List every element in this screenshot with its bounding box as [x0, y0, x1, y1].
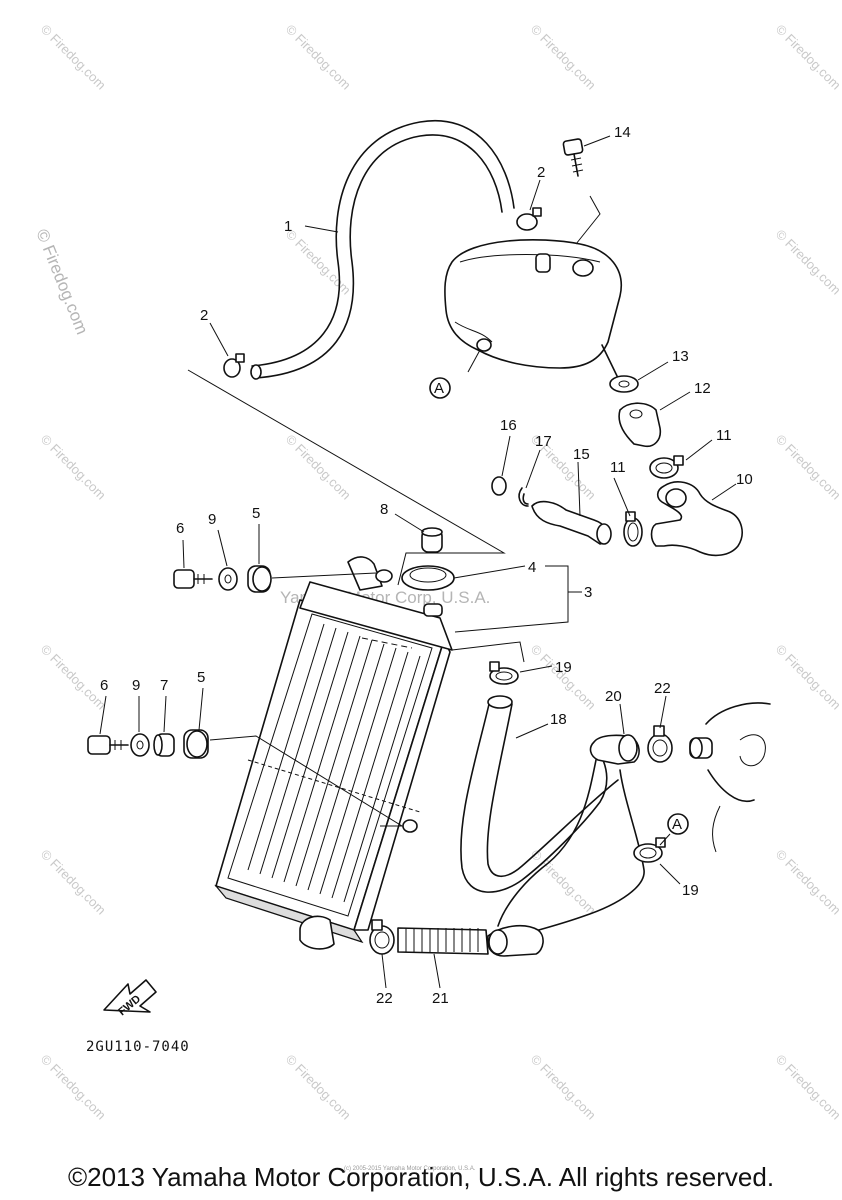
- watermark-tile: © Firedog.com: [773, 847, 842, 918]
- clamp-part-22-upper: [647, 695, 673, 763]
- clamp-part-11-lower: [613, 477, 643, 547]
- label-part-1: 1: [284, 218, 292, 235]
- washer-part-9-lower: [130, 696, 150, 757]
- hose-part-1: [250, 119, 515, 380]
- copyright-notice: ©2013 Yamaha Motor Corporation, U.S.A. A…: [67, 1162, 775, 1192]
- o-ring-part-16: [491, 435, 511, 496]
- label-part-2-right: 2: [537, 164, 545, 181]
- watermark-tile: © Firedog.com: [528, 847, 599, 918]
- label-part-10: 10: [736, 471, 753, 488]
- label-part-18: 18: [550, 711, 567, 728]
- reference-a-lower-label: A: [672, 816, 682, 833]
- damper-part-5-lower: [183, 687, 404, 827]
- watermark-tile: © Firedog.com: [283, 1052, 354, 1123]
- watermark-tile: © Firedog.com: [528, 1052, 599, 1123]
- reference-a-upper-label: A: [434, 380, 444, 397]
- label-part-8: 8: [380, 501, 388, 518]
- hose-part-20: [497, 703, 645, 937]
- label-part-4: 4: [528, 559, 536, 576]
- reference-a-lower: [667, 813, 689, 835]
- washer-part-9-upper: [217, 529, 238, 591]
- bolt-part-6-lower: [87, 695, 129, 755]
- watermark-tile: © Firedog.com: [528, 22, 599, 93]
- small-print: (c) 2005-2015 Yamaha Motor Corporation, …: [344, 1166, 476, 1172]
- clamp-part-2-left: [209, 322, 245, 378]
- watermark-tile: © Firedog.com: [773, 642, 842, 713]
- engine-outlet: [689, 702, 771, 853]
- clamp-part-19-upper: [489, 661, 553, 685]
- label-part-16: 16: [500, 417, 517, 434]
- leader-line: [187, 369, 506, 586]
- label-part-12: 12: [694, 380, 711, 397]
- radiator-cap-part-4: [401, 565, 526, 591]
- fitting-part-12: [618, 391, 691, 448]
- label-part-6-lower: 6: [100, 677, 108, 694]
- clamp-part-22-lower: [369, 919, 395, 989]
- leader-line: [451, 641, 525, 663]
- watermark-tile: © Firedog.com: [38, 642, 109, 713]
- watermark-tile: © Firedog.com: [38, 432, 109, 503]
- label-part-2-left: 2: [200, 307, 208, 324]
- collar-part-7: [153, 695, 175, 757]
- label-part-11-lower: 11: [610, 459, 626, 476]
- bolt-part-6-upper: [173, 539, 213, 589]
- label-part-14: 14: [614, 124, 631, 141]
- label-part-3: 3: [584, 584, 592, 601]
- watermark-tile: © Firedog.com: [528, 642, 599, 713]
- grommet-part-8: [394, 513, 443, 553]
- label-part-13: 13: [672, 348, 689, 365]
- pipe-part-15: [531, 461, 612, 545]
- hose-part-18: [460, 695, 619, 893]
- watermark-tile: © Firedog.com: [38, 847, 109, 918]
- clamp-part-11-upper: [649, 439, 713, 479]
- label-part-22-lower: 22: [376, 990, 393, 1007]
- label-part-5-upper: 5: [252, 505, 260, 522]
- label-part-9-lower: 9: [132, 677, 140, 694]
- hose-end: [250, 364, 262, 380]
- reservoir-tank: [444, 238, 622, 373]
- clamp-part-19-lower: [633, 833, 681, 885]
- forward-arrow-icon: FWD: [103, 979, 157, 1018]
- radiator: [214, 556, 453, 950]
- damper-part-5-upper: [247, 524, 377, 593]
- watermark-tile: © Firedog.com: [283, 227, 354, 298]
- watermark-tile: © Firedog.com: [773, 1052, 842, 1123]
- label-part-11-upper: 11: [716, 427, 732, 444]
- ring-part-17: [518, 449, 541, 507]
- hose-part-10: [650, 481, 743, 557]
- watermark-tile: © Firedog.com: [38, 1052, 109, 1123]
- side-watermark: © Firedog.com: [32, 226, 91, 337]
- watermark-tile: © Firedog.com: [283, 22, 354, 93]
- watermark-tile: © Firedog.com: [38, 22, 109, 93]
- watermark-tile: © Firedog.com: [283, 432, 354, 503]
- label-part-15: 15: [573, 446, 590, 463]
- hose-part-21: [397, 924, 544, 989]
- gasket-part-13: [601, 344, 669, 393]
- label-part-22-upper: 22: [654, 680, 671, 697]
- bolt-part-14: [562, 135, 611, 245]
- watermark-tile: © Firedog.com: [773, 22, 842, 93]
- label-part-17: 17: [535, 433, 552, 450]
- watermark-tile: © Firedog.com: [773, 227, 842, 298]
- watermark-tile: © Firedog.com: [773, 432, 842, 503]
- clamp-part-2-right: [516, 179, 542, 231]
- label-part-9-upper: 9: [208, 511, 216, 528]
- label-part-21: 21: [432, 990, 449, 1007]
- diagram-code: 2GU110-7040: [86, 1039, 190, 1055]
- label-part-7: 7: [160, 677, 168, 694]
- label-part-5-lower: 5: [197, 669, 205, 686]
- reference-a-upper: [429, 377, 451, 399]
- label-part-20: 20: [605, 688, 622, 705]
- label-part-6-upper: 6: [176, 520, 184, 537]
- label-part-19-lower: 19: [682, 882, 699, 899]
- label-part-19-upper: 19: [555, 659, 572, 676]
- bracket-part-3: [454, 565, 582, 633]
